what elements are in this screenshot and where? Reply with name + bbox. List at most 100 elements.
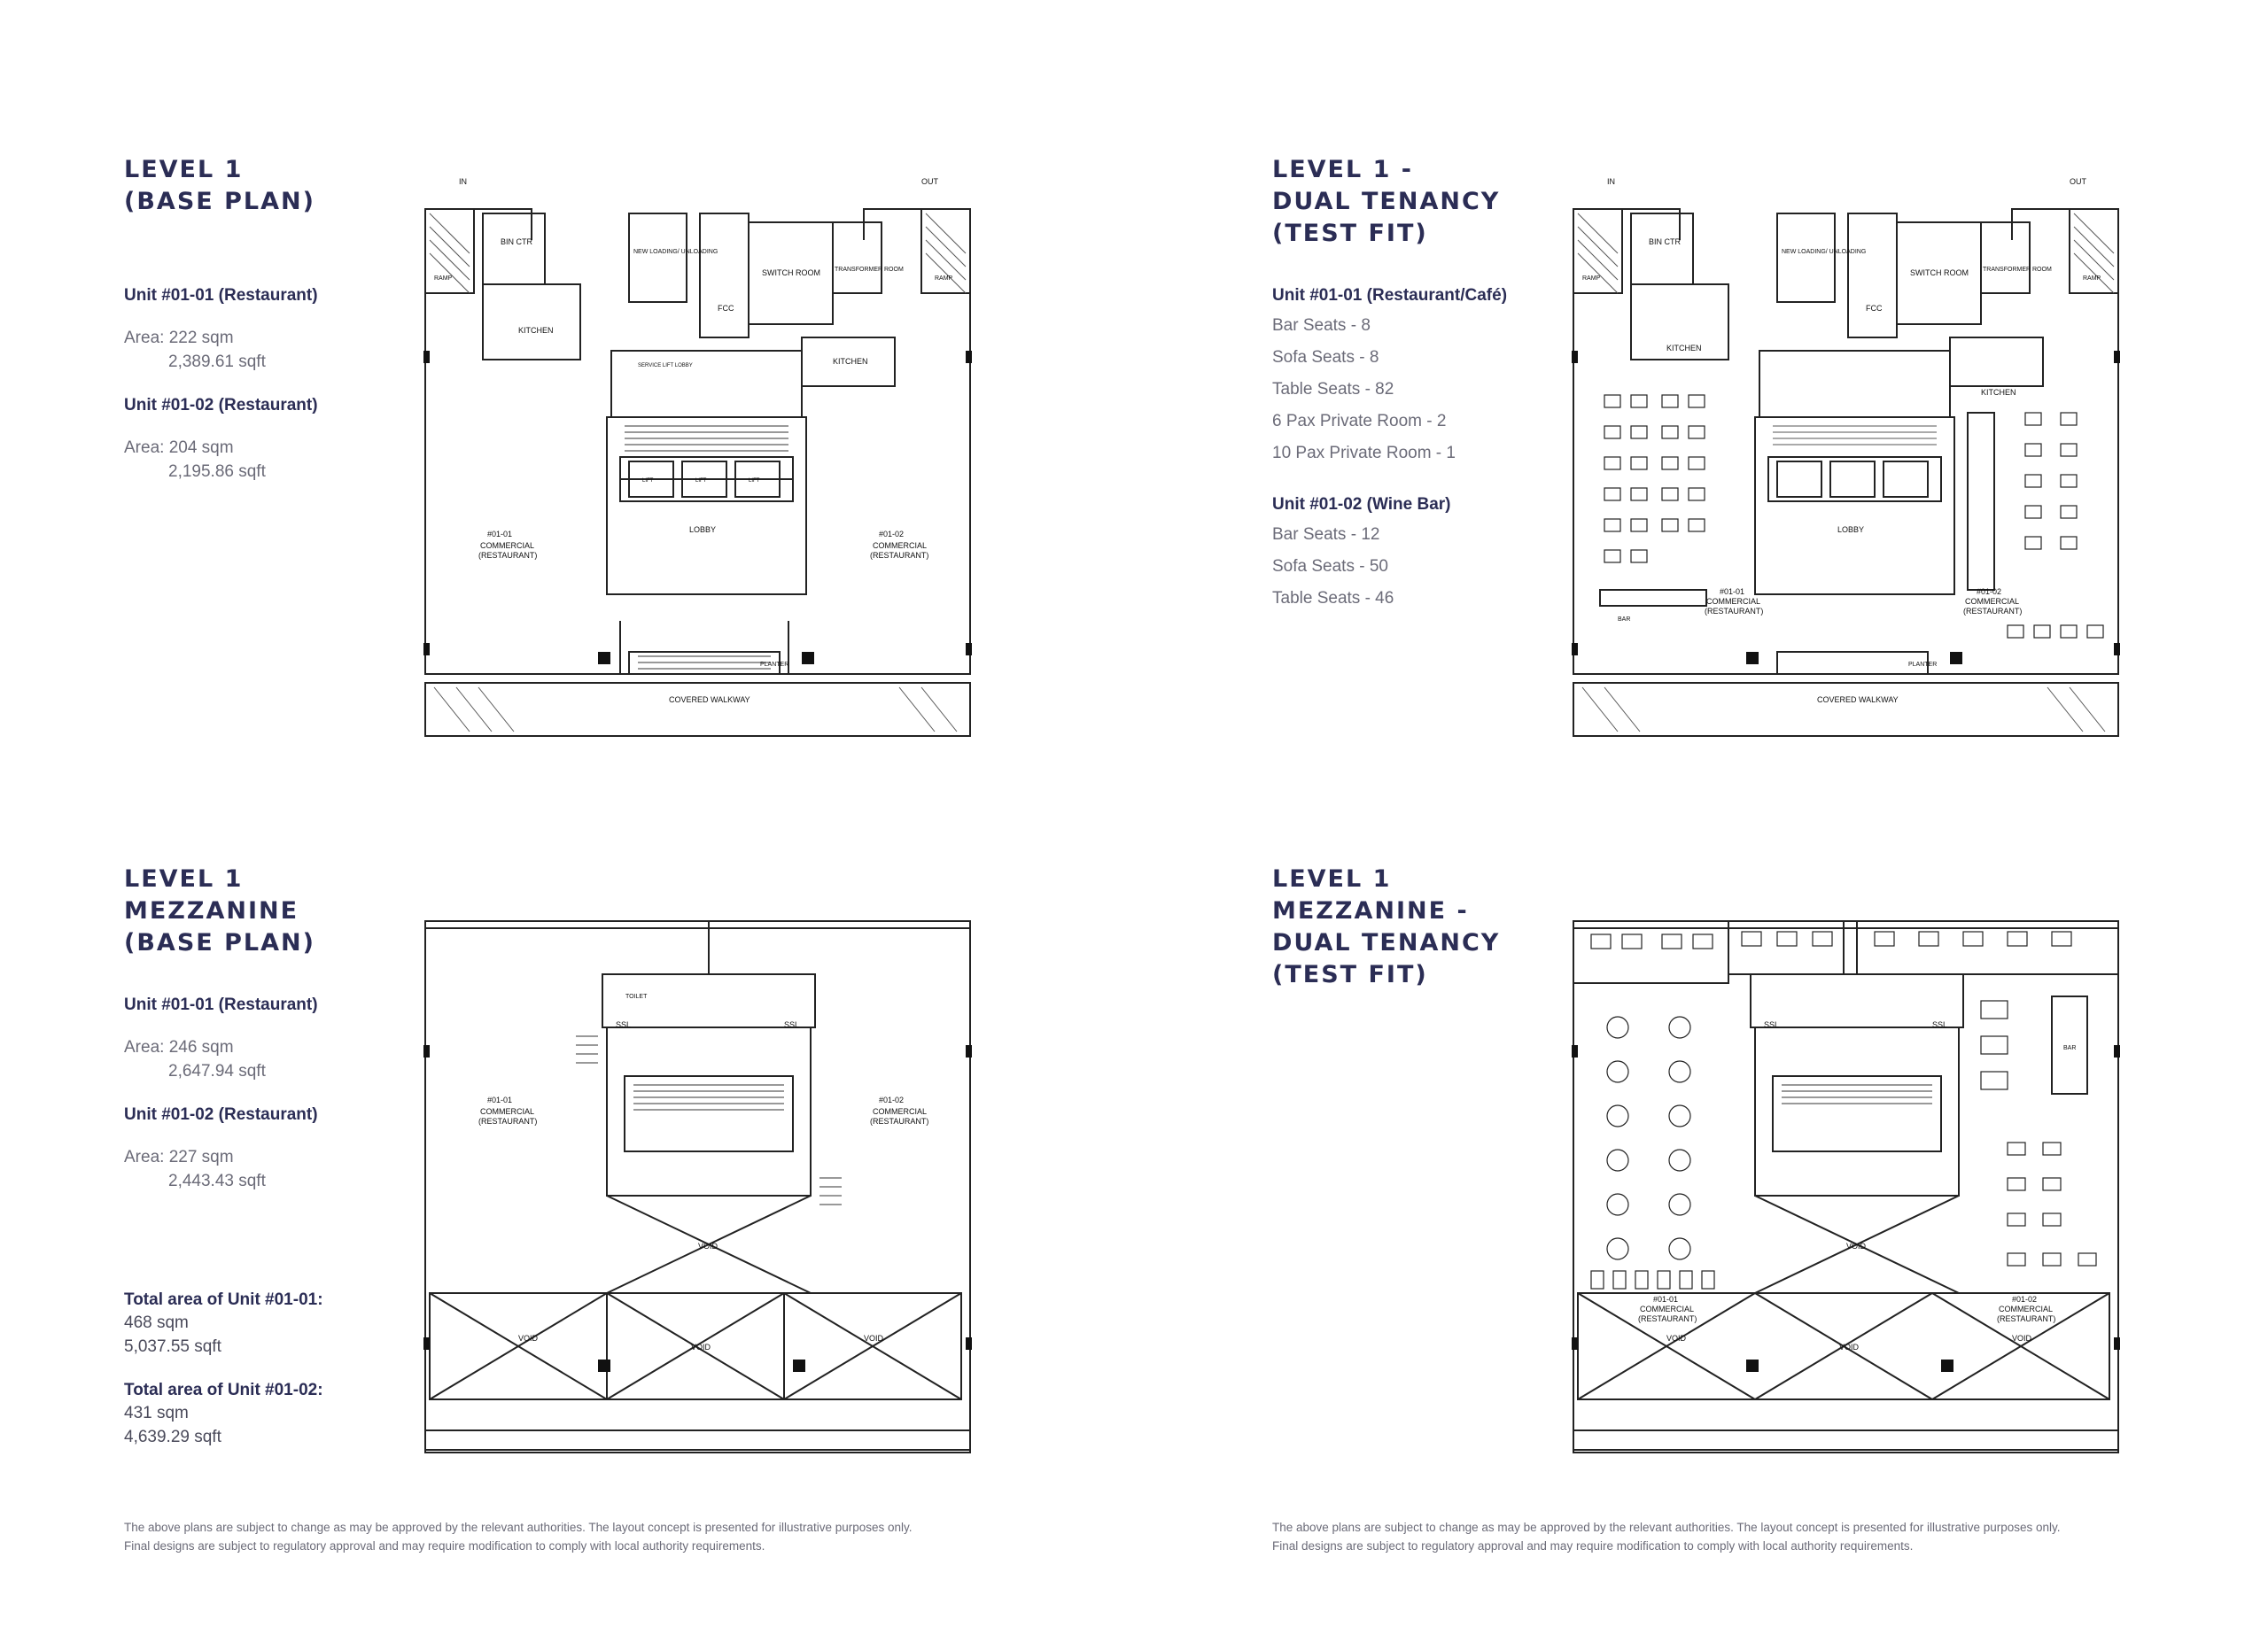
tl-unit2-area-sqm: Area: 204 sqm (124, 438, 234, 457)
plan-label-unit1: #01-01 (1720, 587, 1744, 596)
tl-title-line-1: LEVEL 1 (124, 156, 244, 183)
plan-label-bin-ctr: BIN CTR (501, 237, 533, 246)
bl-title-line-1: LEVEL 1 (124, 865, 244, 893)
plan-label-kitchen-1: KITCHEN (1666, 344, 1702, 353)
bl-unit-info: Unit #01-01 (Restaurant) Area: 246 sqm 2… (124, 995, 318, 1193)
plan-label-switch-room: SWITCH ROOM (762, 268, 820, 277)
tl-unit2-area-sqft: 2,195.86 sqft (168, 462, 266, 481)
tr-unit1-item: 6 Pax Private Room - 2 (1272, 412, 1447, 430)
footnote-right: The above plans are subject to change as… (1272, 1518, 2061, 1555)
tl-unit-info: Unit #01-01 (Restaurant) Area: 222 sqm 2… (124, 285, 318, 484)
plan-label-in: IN (1607, 177, 1615, 186)
plan-label-kitchen-2: KITCHEN (833, 357, 868, 366)
plan-label-in: IN (459, 177, 467, 186)
plan-label-unit1: #01-01 (487, 1096, 512, 1104)
bl-unit1-heading: Unit #01-01 (Restaurant) (124, 996, 318, 1014)
footnote-line-1: The above plans are subject to change as… (1272, 1521, 2061, 1534)
plan-label-out: OUT (921, 177, 939, 186)
plan-label-out: OUT (2070, 177, 2087, 186)
plan-label-commercial-1: COMMERCIAL (480, 1107, 534, 1116)
bl-total1-sqm: 468 sqm (124, 1313, 189, 1332)
plan-label-planter: PLANTER (760, 662, 788, 668)
bl-total2-heading: Total area of Unit #01-02: (124, 1381, 323, 1399)
plan-label-toilet: TOILET (625, 994, 648, 1000)
plan-label-loading: NEW LOADING/ UNLOADING (1782, 249, 1866, 255)
bl-title: LEVEL 1 MEZZANINE (BASE PLAN) (124, 864, 315, 959)
plan-label-kitchen-2: KITCHEN (1981, 388, 2016, 397)
plan-label-ssl-1: SSL (1764, 1020, 1779, 1029)
plan-label-lift-1: LIFT (642, 478, 654, 484)
tl-title-line-2: (BASE PLAN) (124, 188, 315, 215)
br-title-line-1: LEVEL 1 (1272, 865, 1392, 893)
tr-unit1-heading: Unit #01-01 (Restaurant/Café) (1272, 286, 1508, 305)
plan-label-lift-2: LIFT (695, 478, 707, 484)
plan-label-unit2: #01-02 (2012, 1295, 2037, 1304)
plan-label-transformer-room: TRANSFORMER ROOM (835, 267, 904, 273)
plan-label-void-2: VOID (1666, 1334, 1687, 1343)
plan-label-service-lift: SERVICE LIFT LOBBY (638, 363, 693, 368)
tr-title: LEVEL 1 - DUAL TENANCY (TEST FIT) (1272, 154, 1500, 250)
plan-label-restaurant-1: (RESTAURANT) (1705, 607, 1763, 616)
tr-unit2-item: Bar Seats - 12 (1272, 525, 1380, 544)
bl-unit2-heading: Unit #01-02 (Restaurant) (124, 1105, 318, 1124)
bl-unit2-area-sqft: 2,443.43 sqft (168, 1172, 266, 1190)
tr-unit1-item: Bar Seats - 8 (1272, 316, 1371, 335)
plan-label-unit1: #01-01 (487, 530, 512, 538)
plan-label-void-2: VOID (518, 1334, 539, 1343)
plan-label-ramp-1: RAMP (1582, 275, 1601, 282)
plan-label-commercial-1: COMMERCIAL (480, 541, 534, 550)
plan-label-void-3: VOID (1839, 1343, 1860, 1352)
plan-label-bin-ctr: BIN CTR (1649, 237, 1682, 246)
plan-label-commercial-2: COMMERCIAL (1999, 1305, 2053, 1313)
tr-unit1-item: Sofa Seats - 8 (1272, 348, 1379, 367)
plan-label-restaurant-2: (RESTAURANT) (1997, 1314, 2055, 1323)
footnote-left: The above plans are subject to change as… (124, 1518, 913, 1555)
plan-label-ramp-1: RAMP (434, 275, 453, 282)
bl-totals: Total area of Unit #01-01: 468 sqm 5,037… (124, 1290, 323, 1449)
plan-label-loading: NEW LOADING/ UNLOADING (633, 249, 718, 255)
tr-unit2-item: Table Seats - 46 (1272, 589, 1394, 608)
plan-label-void-1: VOID (698, 1242, 718, 1251)
tr-title-line-1: LEVEL 1 - (1272, 156, 1413, 183)
level1-dual-tenancy-drawing: IN OUT BIN CTR NEW LOADING/ UNLOADING SW… (1572, 177, 2120, 737)
plan-label-unit1: #01-01 (1653, 1295, 1678, 1304)
footnote-line-2: Final designs are subject to regulatory … (1272, 1539, 1914, 1553)
tr-unit2-heading: Unit #01-02 (Wine Bar) (1272, 495, 1451, 514)
tr-unit2-item: Sofa Seats - 50 (1272, 557, 1388, 576)
plan-label-ssl-2: SSL (1932, 1020, 1947, 1029)
plan-label-planter: PLANTER (1908, 662, 1937, 668)
bl-total2-sqft: 4,639.29 sqft (124, 1428, 221, 1446)
plan-label-lobby: LOBBY (1837, 525, 1864, 534)
bl-total1-sqft: 5,037.55 sqft (124, 1337, 221, 1356)
plan-label-kitchen-1: KITCHEN (518, 326, 554, 335)
bl-unit1-area-sqft: 2,647.94 sqft (168, 1062, 266, 1081)
plan-label-restaurant-1: (RESTAURANT) (478, 1117, 537, 1126)
plan-label-ssl-2: SSL (784, 1020, 799, 1029)
plan-label-lobby: LOBBY (689, 525, 716, 534)
tl-title: LEVEL 1 (BASE PLAN) (124, 154, 315, 218)
footnote-line-1: The above plans are subject to change as… (124, 1521, 913, 1534)
tr-title-line-2: DUAL TENANCY (1272, 188, 1501, 215)
plan-label-commercial-1: COMMERCIAL (1706, 597, 1760, 606)
footnote-line-2: Final designs are subject to regulatory … (124, 1539, 765, 1553)
plan-label-void-1: VOID (1846, 1242, 1867, 1251)
bl-title-line-2: MEZZANINE (124, 897, 299, 925)
br-title-line-2: MEZZANINE - (1272, 897, 1469, 925)
bl-title-line-3: (BASE PLAN) (124, 929, 315, 957)
plan-label-fcc: FCC (1866, 304, 1883, 313)
bl-unit2-area-sqm: Area: 227 sqm (124, 1148, 234, 1166)
plan-label-unit2: #01-02 (879, 1096, 904, 1104)
br-title-line-4: (TEST FIT) (1272, 961, 1428, 988)
plan-label-commercial-2: COMMERCIAL (873, 1107, 927, 1116)
br-title-line-3: DUAL TENANCY (1272, 929, 1501, 957)
level1-base-plan-drawing: IN OUT BIN CTR NEW LOADING/ UNLOADING SW… (423, 177, 972, 737)
tr-title-line-3: (TEST FIT) (1272, 220, 1428, 247)
plan-label-fcc: FCC (718, 304, 734, 313)
tr-unit1-item: 10 Pax Private Room - 1 (1272, 444, 1456, 462)
tl-unit1-heading: Unit #01-01 (Restaurant) (124, 286, 318, 305)
plan-label-void-4: VOID (864, 1334, 884, 1343)
plan-label-restaurant-1: (RESTAURANT) (478, 551, 537, 560)
plan-label-unit2: #01-02 (1977, 587, 2001, 596)
plan-label-ramp-2: RAMP (2083, 275, 2101, 282)
plan-label-restaurant-1: (RESTAURANT) (1638, 1314, 1697, 1323)
